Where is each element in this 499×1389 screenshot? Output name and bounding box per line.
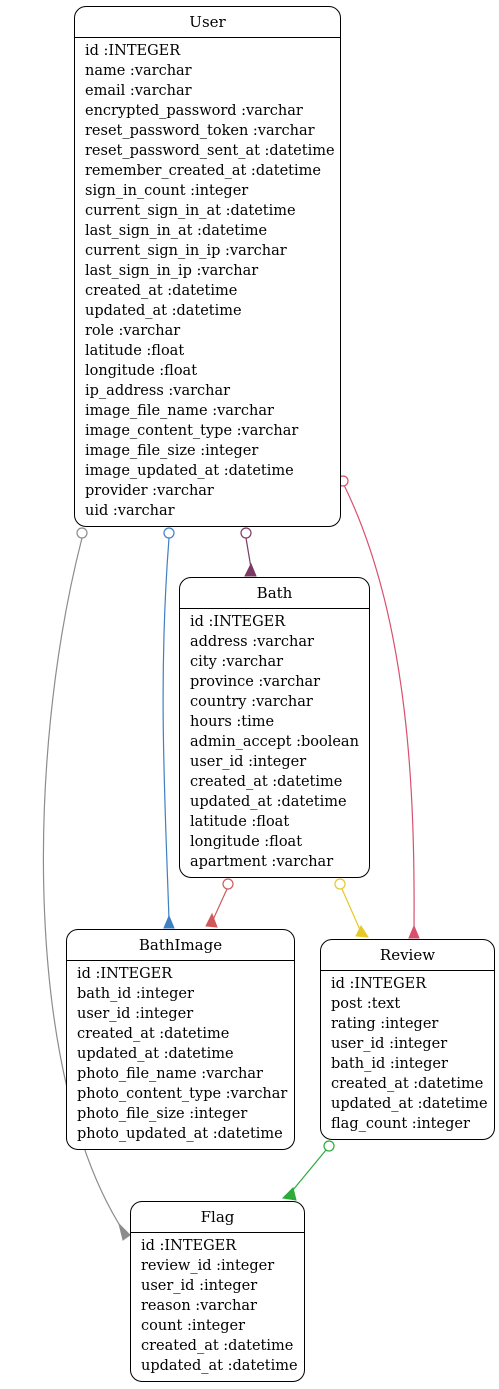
attribute-row: photo_file_name :varchar: [77, 1066, 263, 1082]
edge-bath-review-crowfoot: [355, 924, 369, 938]
attribute-row: id :INTEGER: [190, 614, 286, 630]
attribute-row: current_sign_in_ip :varchar: [85, 243, 287, 259]
entity-flag: Flag id :INTEGER review_id :integer user_i…: [130, 1201, 305, 1382]
attribute-row: provider :varchar: [85, 483, 214, 499]
attribute-row: bath_id :integer: [331, 1056, 448, 1072]
entity-bath: Bath id :INTEGER address :varchar city :va…: [179, 577, 370, 878]
edge-user-bath-crowfoot: [244, 562, 257, 577]
edge-user-review-crowfoot: [408, 924, 420, 939]
edge-bath-bathimage-start-marker: [222, 878, 234, 890]
entity-title: Review: [321, 940, 494, 971]
attribute-row: last_sign_in_ip :varchar: [85, 263, 259, 279]
entity-title: Bath: [180, 578, 369, 609]
attribute-row: photo_updated_at :datetime: [77, 1126, 283, 1142]
attribute-list: id :INTEGER bath_id :integer user_id :inte…: [67, 961, 294, 1144]
edge-user-flag-start-marker: [76, 527, 88, 539]
attribute-row: created_at :datetime: [77, 1026, 230, 1042]
edge-review-flag-start-marker: [323, 1140, 335, 1152]
attribute-row: current_sign_in_at :datetime: [85, 203, 296, 219]
attribute-row: photo_content_type :varchar: [77, 1086, 288, 1102]
attribute-row: id :INTEGER: [85, 43, 181, 59]
attribute-row: reason :varchar: [141, 1298, 257, 1314]
attribute-row: ip_address :varchar: [85, 383, 231, 399]
attribute-row: role :varchar: [85, 323, 181, 339]
attribute-row: user_id :integer: [77, 1006, 194, 1022]
attribute-row: id :INTEGER: [141, 1238, 237, 1254]
attribute-row: email :varchar: [85, 83, 192, 99]
entity-title: BathImage: [67, 930, 294, 961]
attribute-row: updated_at :datetime: [331, 1096, 488, 1112]
entity-title: User: [75, 7, 340, 38]
edge-user-flag-crowfoot: [118, 1222, 131, 1241]
attribute-row: created_at :datetime: [331, 1076, 484, 1092]
edge-bath-review-start-marker: [334, 878, 346, 890]
attribute-row: user_id :integer: [141, 1278, 258, 1294]
edge-user-review: [343, 484, 415, 931]
attribute-row: longitude :float: [190, 834, 303, 850]
edge-user-bathimage-start-marker: [163, 527, 175, 539]
attribute-row: image_file_size :integer: [85, 443, 259, 459]
attribute-list: id :INTEGER review_id :integer user_id :in…: [131, 1233, 304, 1376]
attribute-row: city :varchar: [190, 654, 284, 670]
attribute-row: created_at :datetime: [85, 283, 238, 299]
edge-bath-bathimage-crowfoot: [205, 912, 218, 928]
attribute-row: encrypted_password :varchar: [85, 103, 303, 119]
attribute-row: updated_at :datetime: [190, 794, 347, 810]
attribute-list: id :INTEGER name :varchar email :varchar en…: [75, 38, 340, 521]
attribute-row: longitude :float: [85, 363, 198, 379]
attribute-row: address :varchar: [190, 634, 314, 650]
edge-review-flag: [287, 1149, 327, 1197]
entity-review: Review id :INTEGER post :text rating :inte…: [320, 939, 495, 1140]
entity-bathimage: BathImage id :INTEGER bath_id :integer use…: [66, 929, 295, 1150]
attribute-row: created_at :datetime: [190, 774, 343, 790]
attribute-row: flag_count :integer: [331, 1116, 470, 1132]
edge-user-bathimage-crowfoot: [163, 914, 175, 929]
attribute-row: image_content_type :varchar: [85, 423, 299, 439]
attribute-row: id :INTEGER: [331, 976, 427, 992]
attribute-row: image_file_name :varchar: [85, 403, 274, 419]
attribute-row: bath_id :integer: [77, 986, 194, 1002]
attribute-list: id :INTEGER address :varchar city :varchar…: [180, 609, 369, 872]
attribute-row: country :varchar: [190, 694, 313, 710]
attribute-row: latitude :float: [190, 814, 290, 830]
edge-bath-review: [341, 888, 362, 933]
edge-user-flag: [42, 537, 125, 1233]
attribute-row: reset_password_sent_at :datetime: [85, 143, 335, 159]
attribute-row: id :INTEGER: [77, 966, 173, 982]
attribute-row: updated_at :datetime: [85, 303, 242, 319]
attribute-row: apartment :varchar: [190, 854, 334, 870]
edge-user-bath: [245, 537, 252, 569]
attribute-row: post :text: [331, 996, 401, 1012]
edge-user-bathimage: [162, 537, 170, 921]
edge-user-bath-start-marker: [240, 527, 252, 539]
entity-user: User id :INTEGER name :varchar email :varc…: [74, 6, 341, 527]
attribute-row: review_id :integer: [141, 1258, 275, 1274]
edge-bath-bathimage: [211, 888, 228, 923]
attribute-row: updated_at :datetime: [141, 1358, 298, 1374]
attribute-row: province :varchar: [190, 674, 321, 690]
attribute-row: name :varchar: [85, 63, 192, 79]
attribute-row: uid :varchar: [85, 503, 175, 519]
attribute-row: created_at :datetime: [141, 1338, 294, 1354]
attribute-row: admin_accept :boolean: [190, 734, 359, 750]
attribute-row: latitude :float: [85, 343, 185, 359]
attribute-row: sign_in_count :integer: [85, 183, 249, 199]
attribute-row: image_updated_at :datetime: [85, 463, 294, 479]
attribute-row: photo_file_size :integer: [77, 1106, 248, 1122]
attribute-row: count :integer: [141, 1318, 246, 1334]
attribute-row: reset_password_token :varchar: [85, 123, 315, 139]
edge-review-flag-crowfoot: [281, 1187, 297, 1201]
entity-title: Flag: [131, 1202, 304, 1233]
attribute-row: user_id :integer: [331, 1036, 448, 1052]
attribute-row: last_sign_in_at :datetime: [85, 223, 268, 239]
attribute-row: hours :time: [190, 714, 275, 730]
attribute-row: remember_created_at :datetime: [85, 163, 321, 179]
attribute-row: rating :integer: [331, 1016, 439, 1032]
attribute-row: updated_at :datetime: [77, 1046, 234, 1062]
attribute-row: user_id :integer: [190, 754, 307, 770]
attribute-list: id :INTEGER post :text rating :integer user…: [321, 971, 494, 1134]
